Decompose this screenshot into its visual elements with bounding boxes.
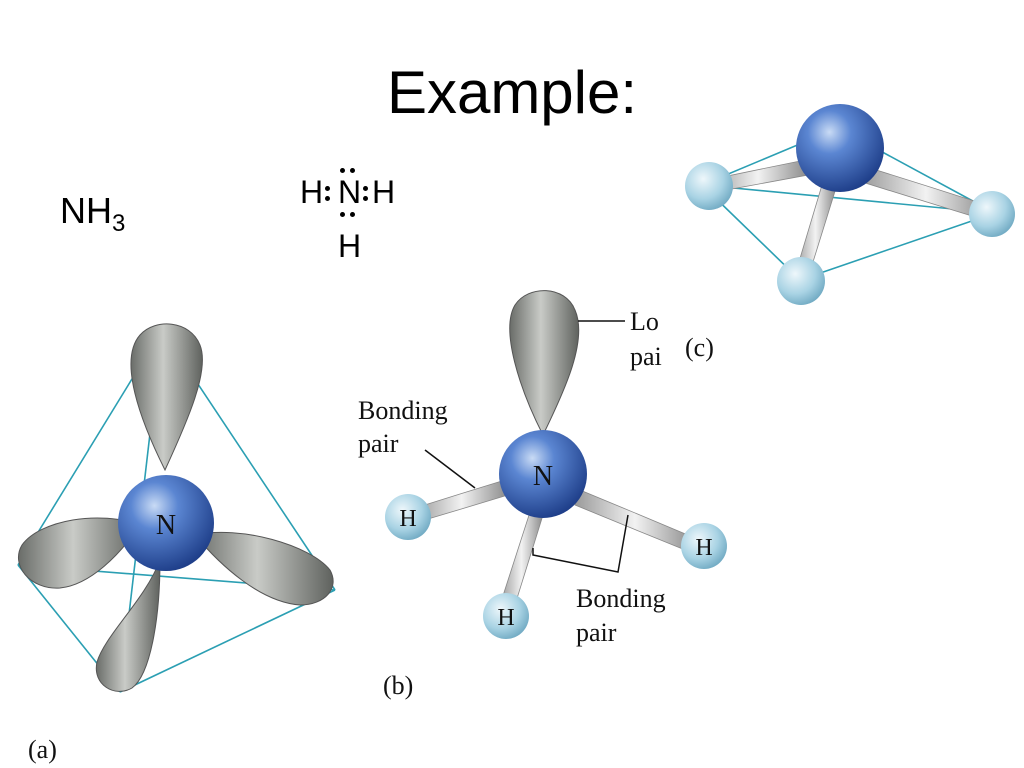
diagram-c: (c): [685, 104, 1015, 362]
lewis-dot: [325, 196, 330, 201]
bonding-pair-label: Bonding: [358, 396, 448, 425]
hydrogen-label: H: [695, 535, 712, 561]
lone-pair-label: pai: [630, 342, 662, 371]
hydrogen-atom: [969, 191, 1015, 237]
lewis-bottom-h: H: [338, 228, 362, 264]
nitrogen-atom: [796, 104, 884, 192]
nitrogen-label: N: [156, 510, 176, 541]
hydrogen-label: H: [497, 605, 514, 631]
nitrogen-atom: [499, 430, 587, 518]
lewis-dot: [340, 212, 345, 217]
lewis-dot: [363, 186, 368, 191]
pyramid-edge: [799, 212, 996, 281]
bonding-pair-leader: [424, 449, 476, 489]
bond-lobe: [95, 559, 161, 692]
diagram-a: N (a): [17, 323, 336, 764]
lewis-structure: H N H H: [296, 168, 406, 268]
lone-pair-lobe: [509, 290, 580, 437]
formula-subscript: 3: [112, 210, 126, 237]
hydrogen-atom: [685, 162, 733, 210]
caption-a: (a): [28, 735, 57, 764]
caption-c: (c): [685, 333, 714, 362]
bond-stick: [574, 489, 696, 553]
hydrogen-atom: [681, 523, 727, 569]
lewis-dot: [350, 212, 355, 217]
bonding-pair-label: Bonding: [576, 584, 666, 613]
bonding-pair-label: pair: [358, 429, 399, 458]
bond-lobe: [194, 531, 334, 606]
lewis-dot: [363, 196, 368, 201]
hydrogen-atom: [385, 494, 431, 540]
nitrogen-atom: [118, 475, 214, 571]
lewis-center-n: N: [338, 174, 362, 210]
caption-b: (b): [383, 671, 413, 700]
hydrogen-label: H: [399, 506, 416, 532]
nitrogen-label: N: [533, 461, 553, 492]
tetra-edge: [119, 589, 336, 693]
lone-pair-lobe: [130, 323, 203, 472]
lewis-dot: [325, 186, 330, 191]
bond-lobe: [17, 517, 141, 589]
hydrogen-atom: [483, 593, 529, 639]
bonding-pair-bracket: [532, 514, 629, 573]
bonding-pair-label: pair: [576, 618, 617, 647]
lewis-right-h: H: [372, 174, 396, 210]
hydrogen-atom: [777, 257, 825, 305]
lewis-left-h: H: [300, 174, 324, 210]
slide-title: Example:: [386, 59, 638, 126]
lone-pair-label: Lo: [630, 307, 659, 336]
formula-main: NH: [60, 190, 112, 231]
diagram-b: N H H H Lo pai Bonding pair Bonding pair…: [358, 290, 727, 700]
lewis-dot: [340, 168, 345, 173]
molecular-formula: NH3: [60, 190, 125, 238]
lewis-dot: [350, 168, 355, 173]
